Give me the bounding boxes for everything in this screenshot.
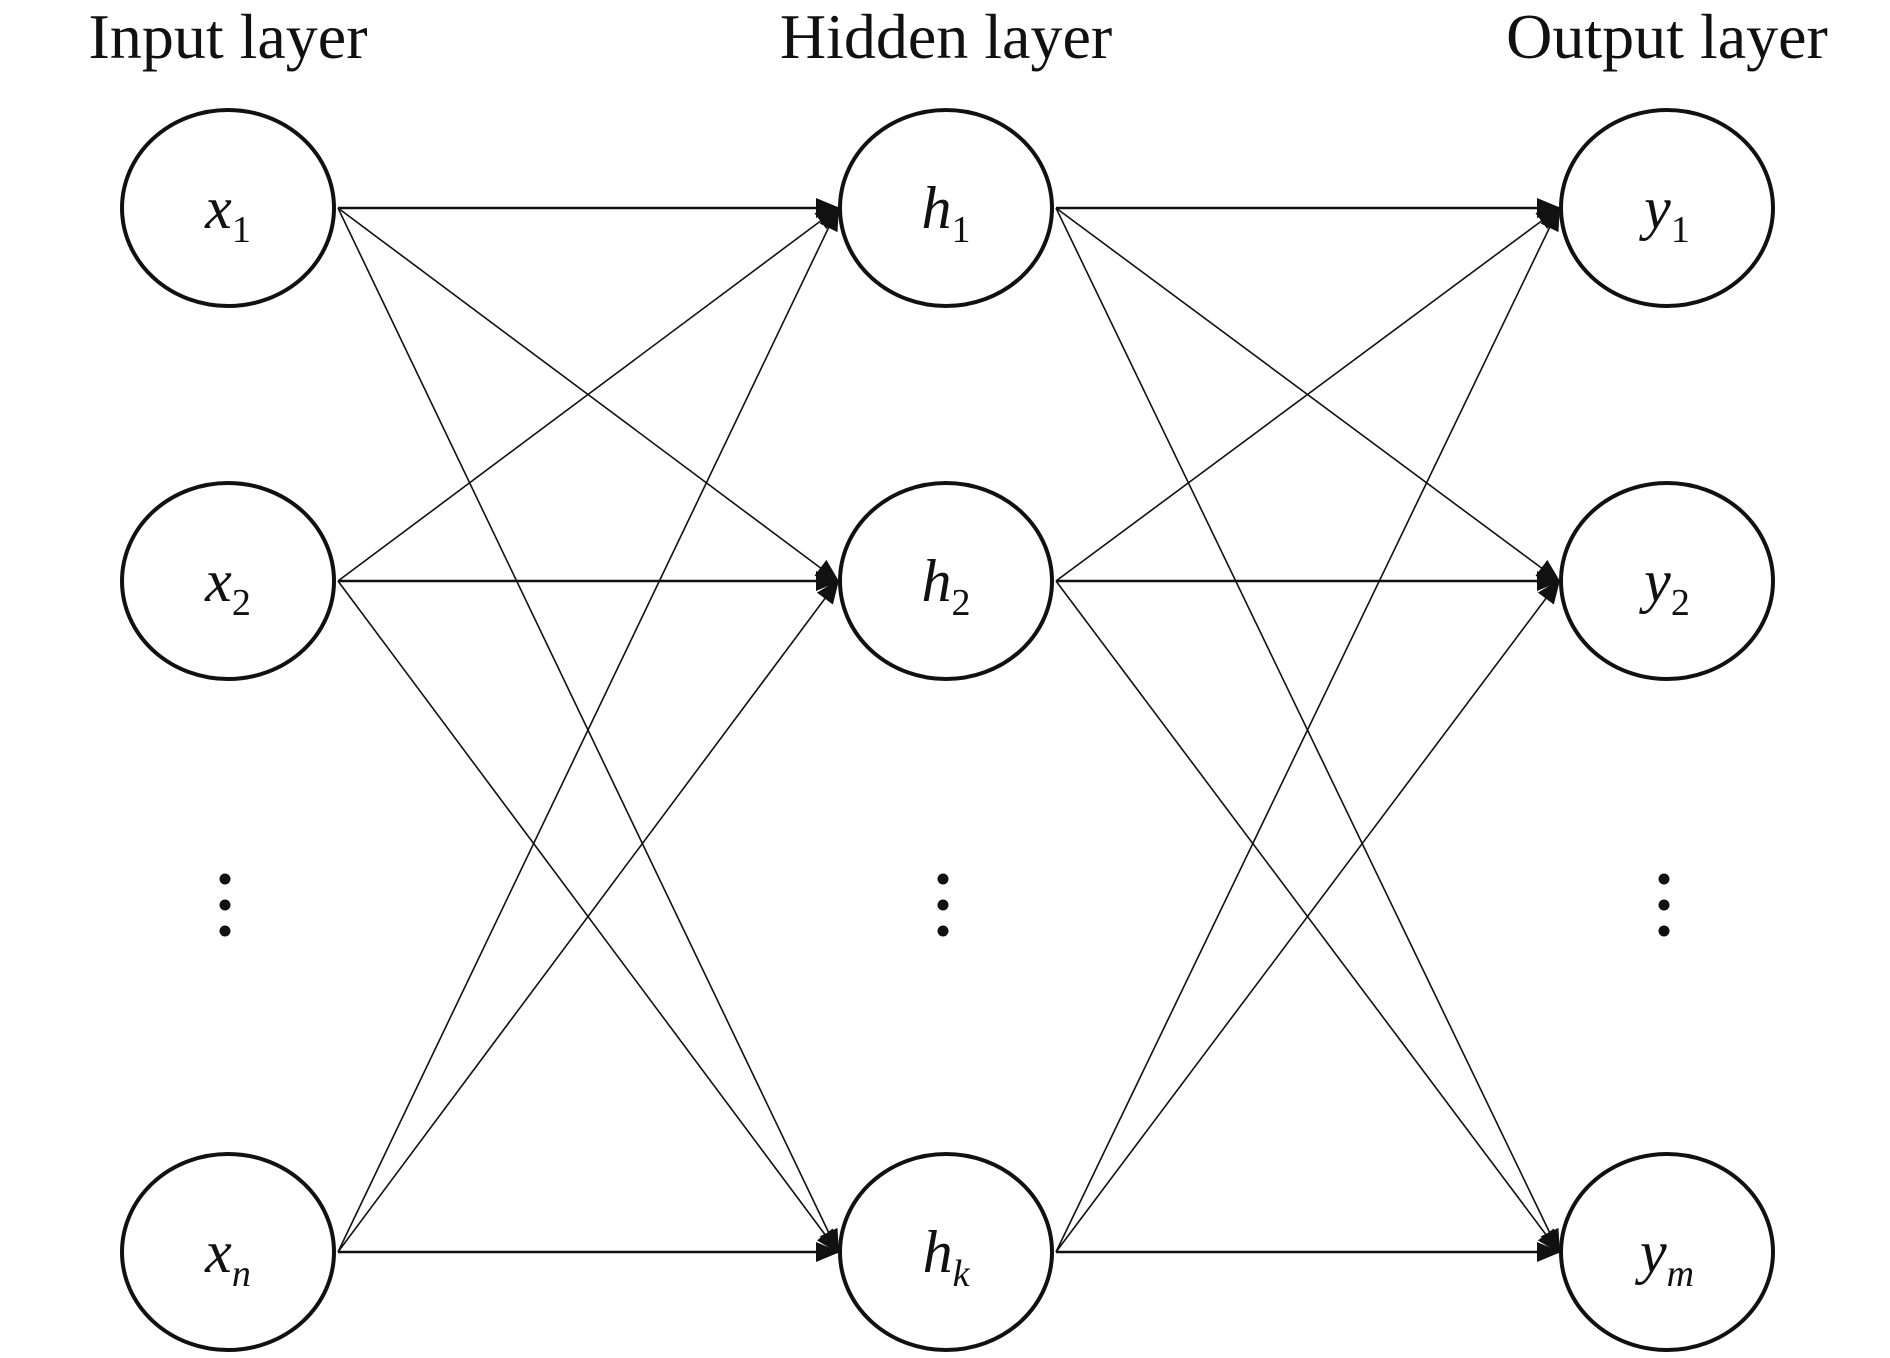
node-label: hk (923, 1219, 971, 1295)
node-circle (838, 1152, 1054, 1352)
edge-input-n-to-hidden-1 (337, 206, 839, 1253)
node-label: ym (1634, 1219, 1694, 1295)
node-label-subscript: k (953, 1253, 971, 1295)
node-label-base: h (922, 175, 952, 241)
node-label: h2 (922, 548, 971, 624)
node-label-base: h (922, 548, 952, 614)
node-h-1: h1 (838, 108, 1054, 308)
ellipsis-dot (219, 873, 231, 885)
node-circle (838, 481, 1054, 681)
output-layer-title: Output layer (1506, 1, 1828, 72)
node-label-subscript: m (1667, 1253, 1694, 1295)
edge-input-2-to-hidden-1 (337, 206, 840, 582)
node-label-base: x (204, 1219, 232, 1285)
node-y-2: y2 (1559, 481, 1775, 681)
edge-hidden-2-to-output-1 (1055, 206, 1561, 582)
node-label-subscript: n (232, 1253, 251, 1295)
node-circle (1559, 481, 1775, 681)
node-h-k: hk (838, 1152, 1054, 1352)
node-label: xn (204, 1219, 251, 1295)
input-layer-ellipsis: ⋮ (219, 873, 231, 937)
ellipsis-dot (937, 873, 949, 885)
edge-hidden-k-to-output-2 (1055, 579, 1561, 1253)
ellipsis-dot (937, 899, 949, 911)
ellipsis-dot (219, 925, 231, 937)
ellipsis-dot (937, 925, 949, 937)
node-label: y1 (1638, 175, 1690, 251)
node-label-base: h (923, 1219, 953, 1285)
node-label: h1 (922, 175, 971, 251)
node-y-1: y1 (1559, 108, 1775, 308)
node-label: x2 (204, 548, 251, 624)
node-label-base: x (204, 175, 232, 241)
node-label-base: y (1634, 1219, 1667, 1285)
node-x-2: x2 (120, 481, 336, 681)
node-circle (120, 481, 336, 681)
ellipsis-dot (219, 899, 231, 911)
node-circle (838, 108, 1054, 308)
layer-ellipses: ⋮ ⋮ ⋮ (219, 873, 1670, 937)
node-label-subscript: 1 (952, 209, 971, 251)
node-label-base: y (1638, 175, 1671, 241)
input-layer-title: Input layer (89, 1, 368, 72)
node-label-subscript: 2 (232, 582, 251, 624)
node-label-subscript: 1 (232, 209, 251, 251)
node-circle (1559, 108, 1775, 308)
node-circle (1559, 1152, 1775, 1352)
node-label: x1 (204, 175, 251, 251)
node-label: y2 (1638, 548, 1690, 624)
node-circle (120, 1152, 336, 1352)
node-circle (120, 108, 336, 308)
node-h-2: h2 (838, 481, 1054, 681)
node-label-subscript: 2 (1671, 582, 1690, 624)
node-label-subscript: 1 (1671, 209, 1690, 251)
node-label-base: y (1638, 548, 1671, 614)
edge-hidden-k-to-output-1 (1055, 206, 1560, 1253)
connection-edges (337, 198, 1561, 1262)
layer-titles: Input layer Hidden layer Output layer (89, 1, 1828, 72)
node-x-n: xn (120, 1152, 336, 1352)
node-x-1: x1 (120, 108, 336, 308)
edge-input-n-to-hidden-2 (337, 579, 840, 1253)
node-label-subscript: 2 (952, 582, 971, 624)
node-label-base: x (204, 548, 232, 614)
output-layer-ellipsis: ⋮ (1658, 873, 1670, 937)
ellipsis-dot (1658, 873, 1670, 885)
hidden-layer-ellipsis: ⋮ (937, 873, 949, 937)
node-y-m: ym (1559, 1152, 1775, 1352)
ellipsis-dot (1658, 925, 1670, 937)
hidden-layer-title: Hidden layer (780, 1, 1112, 72)
ellipsis-dot (1658, 899, 1670, 911)
